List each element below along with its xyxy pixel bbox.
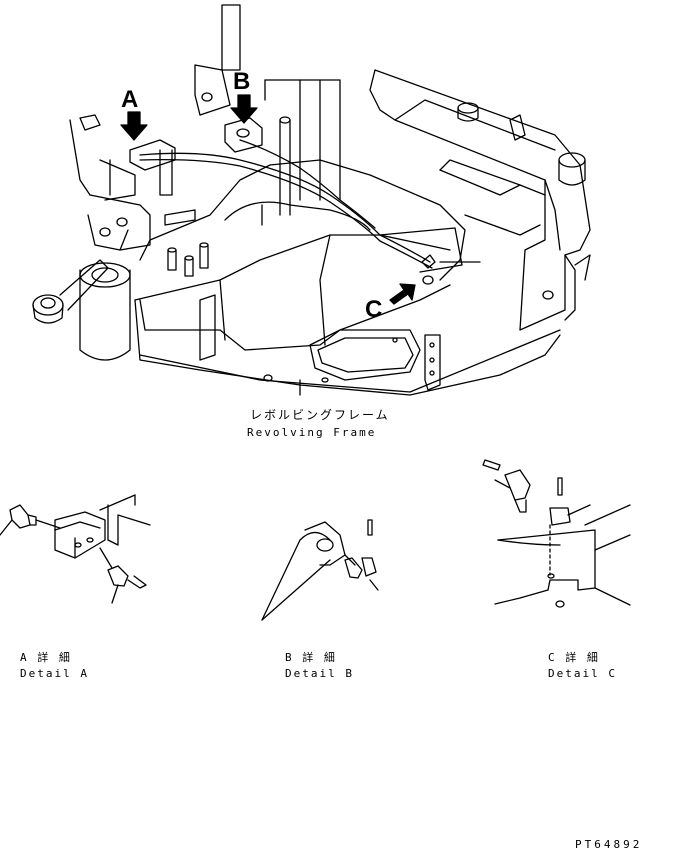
detail-c-caption-en: Detail C (548, 667, 617, 680)
arrow-c-icon (389, 283, 416, 305)
main-caption-en: Revolving Frame (247, 426, 377, 439)
detail-b-caption-en: Detail B (285, 667, 354, 680)
revolving-frame-drawing (32, 4, 591, 396)
main-caption-jp: レボルビングフレーム (250, 408, 390, 422)
detail-a-caption-en: Detail A (20, 667, 89, 680)
detail-c-caption-jp: C 詳 細 (548, 651, 600, 664)
detail-b-drawing (261, 519, 379, 621)
callout-label-c: C (365, 296, 383, 323)
detail-a-caption-jp: A 詳 細 (20, 651, 72, 664)
callout-label-b: B (233, 68, 251, 95)
callout-label-a: A (121, 86, 139, 113)
detail-a-drawing (0, 494, 151, 604)
detail-c-drawing (482, 459, 631, 608)
detail-b-caption-jp: B 詳 細 (285, 651, 337, 664)
drawing-code: PT64892 (575, 838, 643, 851)
arrow-a-icon (120, 111, 148, 141)
arrow-b-icon (230, 94, 258, 124)
